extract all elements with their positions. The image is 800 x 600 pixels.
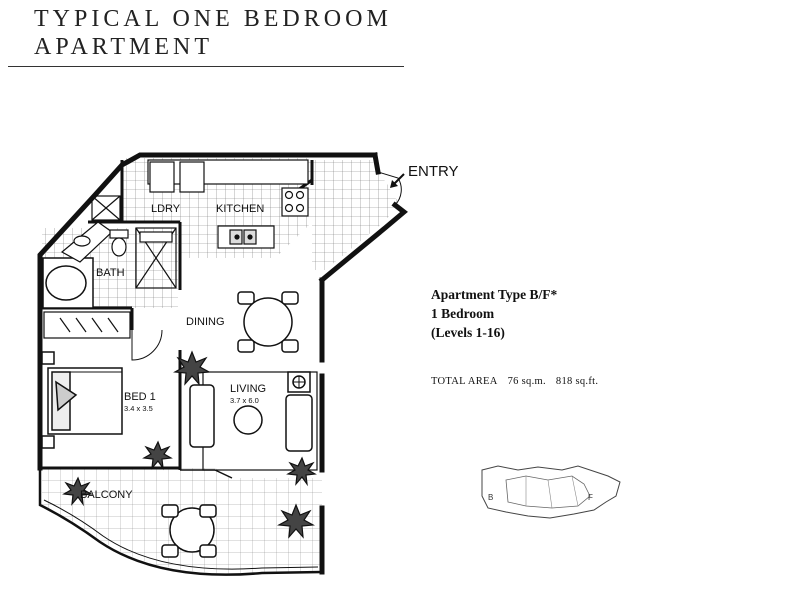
wardrobe (43, 311, 131, 339)
kitchen-counter (147, 159, 309, 249)
entry-arrow-icon (390, 173, 405, 188)
bed-size-label: 3.4 x 3.5 (124, 404, 153, 413)
bedroom-count: 1 Bedroom (431, 306, 495, 321)
total-area: TOTAL AREA 76 sq.m. 818 sq.ft. (431, 376, 608, 387)
page-title-line-1: TYPICAL ONE BEDROOM (34, 6, 392, 32)
page-title-line-2: APARTMENT (34, 34, 214, 60)
title-underline (8, 66, 404, 67)
bed-label: BED 1 (124, 391, 156, 403)
balcony-label: BALCONY (80, 489, 133, 501)
keyplan-label-f: F (588, 493, 593, 502)
balcony-outline (38, 470, 323, 576)
laundry-units (149, 161, 205, 193)
total-area-label: TOTAL AREA (431, 376, 498, 387)
balcony-rail (43, 499, 319, 570)
keyplan-label-b: B (488, 493, 493, 502)
entry-label: ENTRY (408, 163, 459, 180)
bath-label: BATH (96, 267, 125, 279)
exterior-walls (37, 152, 408, 575)
linen-cupboard (91, 195, 121, 221)
balcony-table (161, 504, 217, 558)
door-swings (131, 171, 402, 361)
bed (41, 351, 123, 449)
living-furniture (189, 371, 318, 471)
laundry-label: LDRY (151, 203, 181, 215)
dining-label: DINING (186, 316, 225, 328)
cooktop (281, 187, 309, 217)
total-area-sqft: 818 sq.ft. (555, 376, 599, 387)
kitchen-label: KITCHEN (216, 203, 264, 215)
bathtub (42, 257, 94, 309)
dining-table (237, 291, 299, 353)
plant-icon (62, 350, 317, 539)
levels-range: (Levels 1-16) (431, 325, 505, 340)
total-area-sqm: 76 sq.m. (507, 376, 546, 387)
living-size-label: 3.7 x 6.0 (230, 396, 259, 405)
living-label: LIVING (230, 383, 266, 395)
key-plan: B F (481, 465, 621, 519)
toilet (109, 229, 129, 257)
apartment-type: Apartment Type B/F* (431, 287, 558, 302)
shower (135, 227, 177, 289)
